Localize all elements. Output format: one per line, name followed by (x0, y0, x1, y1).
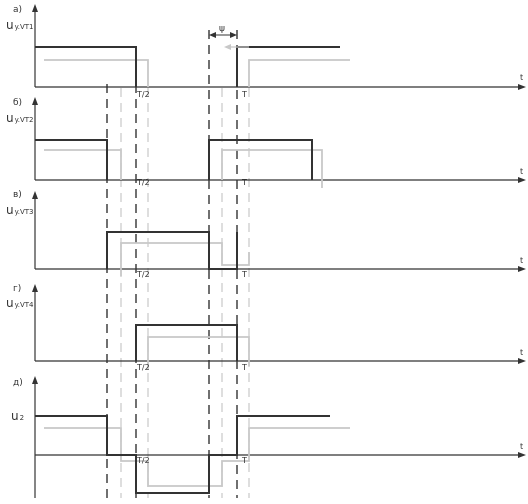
tick-label-period: T (241, 363, 247, 372)
y-axis-arrow (32, 376, 38, 384)
signal-symbol: u (11, 409, 19, 423)
waveform (208, 139, 313, 180)
shift-arrow-head (224, 44, 231, 50)
tick-label-half-period: T/2 (136, 90, 150, 99)
signal-label: uy.VT1 (6, 18, 34, 32)
signal-subscript: y.VT2 (15, 116, 34, 124)
phase-label: ψ (219, 24, 225, 34)
x-axis-label: t (520, 348, 523, 357)
x-axis-label: t (520, 256, 523, 265)
shifted-waveform (44, 427, 350, 487)
phase-arrow-head (209, 32, 216, 38)
signal-symbol: u (6, 203, 14, 217)
signal-symbol: u (6, 111, 14, 125)
signal-subscript: y.VT3 (15, 208, 34, 216)
x-axis-label: t (520, 442, 523, 451)
y-axis-arrow (32, 97, 38, 105)
x-axis-arrow (518, 177, 526, 183)
panel-b: б) uy.VT2 T/2 T t (6, 97, 526, 188)
x-axis-label: t (520, 73, 523, 82)
x-axis-arrow (518, 266, 526, 272)
tick-label-half-period: T/2 (136, 270, 150, 279)
tick-label-half-period: T/2 (136, 178, 150, 187)
y-axis-arrow (32, 191, 38, 199)
panel-v: в) uy.VT3 T/2 T t (6, 190, 526, 279)
waveform (135, 324, 238, 361)
panel-letter: в) (13, 190, 22, 200)
panel-letter: б) (13, 98, 22, 108)
signal-symbol: u (6, 296, 14, 310)
waveform (106, 231, 238, 270)
tick-label-period: T (241, 90, 247, 99)
shifted-waveform (44, 149, 122, 180)
shifted-waveform (147, 336, 250, 370)
tick-label-period: T (241, 270, 247, 279)
signal-label: uy.VT4 (6, 296, 34, 310)
shifted-waveform (248, 59, 350, 87)
signal-symbol: u (6, 18, 14, 32)
signal-label: uy.VT2 (6, 111, 34, 125)
panel-d: д) u2 T/2 T t (11, 376, 526, 498)
phase-arrow-head (230, 32, 237, 38)
signal-subscript: 2 (20, 414, 24, 422)
panel-letter: г) (13, 284, 21, 294)
signal-subscript: y.VT4 (15, 301, 34, 309)
tick-label-half-period: T/2 (136, 363, 150, 372)
y-axis-arrow (32, 284, 38, 292)
waveform (236, 46, 340, 87)
panel-g: г) uy.VT4 T/2 T t (6, 284, 526, 372)
x-axis-arrow (518, 452, 526, 458)
x-axis-arrow (518, 358, 526, 364)
tick-label-half-period: T/2 (136, 456, 150, 465)
dashed-guides (106, 30, 238, 498)
signal-subscript: y.VT1 (15, 23, 34, 31)
shifted-waveform (221, 149, 323, 188)
x-axis-label: t (520, 167, 523, 176)
waveform (35, 139, 108, 180)
x-axis-arrow (518, 84, 526, 90)
shifted-waveform (120, 242, 250, 276)
signal-label: u2 (11, 409, 24, 423)
panel-a: а) uy.VT1 T/2 T t ψ (6, 4, 526, 99)
shifted-waveform (44, 59, 149, 87)
signal-label: uy.VT3 (6, 203, 34, 217)
waveform (35, 415, 330, 494)
panel-letter: а) (13, 5, 22, 15)
waveform (35, 46, 137, 87)
tick-label-period: T (241, 178, 247, 187)
y-axis-arrow (32, 4, 38, 12)
panel-letter: д) (13, 378, 23, 388)
tick-label-period: T (241, 456, 247, 465)
